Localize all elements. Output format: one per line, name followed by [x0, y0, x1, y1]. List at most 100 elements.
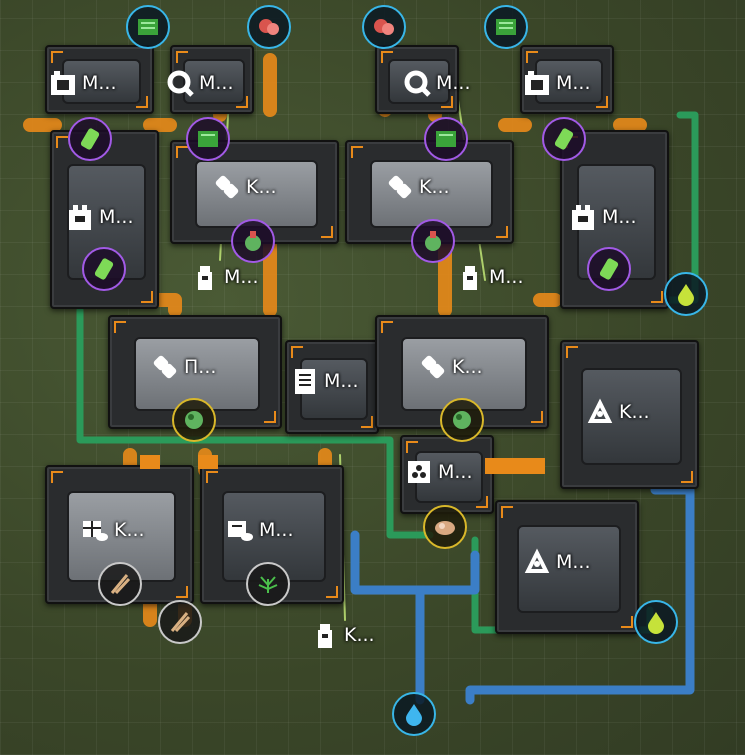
lab-right-label: M... — [225, 515, 294, 545]
pipe-joint — [198, 455, 218, 469]
water-slot[interactable] — [392, 692, 436, 736]
output-slot[interactable] — [542, 117, 586, 161]
machine-name: M... — [324, 370, 359, 392]
green-drop-icon — [678, 284, 694, 306]
machine-name: K... — [619, 401, 650, 423]
input-slot[interactable] — [362, 5, 406, 49]
machine-name: M... — [556, 551, 591, 573]
nuclear-reactor-bottom-label: M... — [522, 547, 591, 577]
output-slot[interactable] — [82, 247, 126, 291]
output-slot[interactable] — [246, 562, 290, 606]
chem-plant-icon — [69, 205, 91, 230]
refinery-right[interactable] — [375, 315, 549, 429]
fuel-slot[interactable] — [664, 272, 708, 316]
output-slot[interactable] — [411, 219, 455, 263]
green-circuit-icon — [138, 19, 158, 35]
pipe-joint — [140, 455, 160, 469]
nuclear-icon — [587, 398, 613, 423]
output-slot[interactable] — [424, 117, 468, 161]
output-slot[interactable] — [231, 219, 275, 263]
agri-icon — [228, 521, 253, 541]
food-icon — [435, 521, 455, 535]
machine-name: П... — [184, 356, 217, 378]
middle-box-label: M... — [290, 366, 359, 396]
bio-icon — [453, 411, 471, 429]
refinery-left[interactable] — [108, 315, 282, 429]
output-slot[interactable] — [186, 117, 230, 161]
chem-plant-right-label: M... — [568, 202, 637, 232]
machine-name: M... — [99, 206, 134, 228]
spike-icon — [110, 574, 131, 595]
nuclear-reactor-top[interactable] — [560, 340, 699, 489]
machine-name: M... — [224, 266, 259, 288]
cryo-icon — [153, 355, 177, 379]
gear-search-icon — [404, 70, 431, 97]
assembler-top-right-label: M... — [522, 68, 591, 98]
machine-body — [400, 336, 528, 412]
water-drop-icon — [406, 704, 422, 726]
biolab-icon — [83, 521, 108, 541]
cryo-plant-right-label: K... — [385, 172, 450, 202]
machine-name: M... — [489, 266, 524, 288]
pump-bottom-label: K... — [310, 620, 375, 650]
assembler-top-left-label: M... — [48, 68, 117, 98]
red-ore-icon — [374, 19, 394, 35]
spike-icon — [170, 612, 191, 633]
nuclear-icon — [524, 548, 550, 573]
flask-icon — [245, 231, 261, 251]
cryo-icon — [215, 175, 239, 199]
machine-name: M... — [199, 72, 234, 94]
bio-icon — [185, 411, 203, 429]
pump-icon — [463, 266, 477, 290]
machine-name: M... — [259, 519, 294, 541]
machine-name: M... — [82, 72, 117, 94]
machine-name: M... — [438, 461, 473, 483]
document-icon — [295, 369, 315, 394]
chem-plant-icon — [572, 205, 594, 230]
green-circuit-icon — [436, 131, 456, 147]
assembler-top-center-right[interactable] — [375, 45, 459, 114]
green-circuit-icon — [496, 19, 516, 35]
refinery-left-label: П... — [150, 352, 216, 382]
recycler-icon — [408, 461, 430, 483]
chem-plant-left-label: M... — [65, 202, 134, 232]
output-slot[interactable] — [172, 398, 216, 442]
output-slot[interactable] — [158, 600, 202, 644]
output-slot[interactable] — [98, 562, 142, 606]
machine-body — [516, 525, 622, 613]
cryo-icon — [421, 355, 445, 379]
output-slot[interactable] — [587, 247, 631, 291]
green-barrel-icon — [599, 258, 619, 280]
assembler-top-center-left-label: M... — [165, 68, 234, 98]
nuclear-reactor-top-label: K... — [585, 397, 650, 427]
output-slot[interactable] — [440, 398, 484, 442]
input-slot[interactable] — [126, 5, 170, 49]
machine-name: M... — [602, 206, 637, 228]
assembler-top-center-right-label: M... — [402, 68, 471, 98]
machine-body — [580, 368, 683, 465]
pump-left-label: M... — [190, 262, 259, 292]
green-circuit-icon — [198, 131, 218, 147]
nuclear-reactor-bottom[interactable] — [495, 500, 639, 634]
machine-name: K... — [419, 176, 450, 198]
pump-icon — [198, 266, 212, 290]
lab-left-label: K... — [80, 515, 145, 545]
cryo-plant-left-label: K... — [212, 172, 277, 202]
input-slot[interactable] — [247, 5, 291, 49]
fuel-slot[interactable] — [634, 600, 678, 644]
plant-icon — [258, 576, 278, 593]
pipe-joint — [485, 458, 545, 474]
machine-name: K... — [246, 176, 277, 198]
red-ore-icon — [259, 19, 279, 35]
green-barrel-icon — [80, 128, 100, 150]
output-slot[interactable] — [423, 505, 467, 549]
machine-name: M... — [556, 72, 591, 94]
recycler-label: M... — [404, 457, 473, 487]
input-slot[interactable] — [484, 5, 528, 49]
machine-body — [183, 58, 245, 105]
cryo-icon — [388, 175, 412, 199]
green-barrel-icon — [94, 258, 114, 280]
machine-body — [195, 160, 318, 228]
output-slot[interactable] — [68, 117, 112, 161]
